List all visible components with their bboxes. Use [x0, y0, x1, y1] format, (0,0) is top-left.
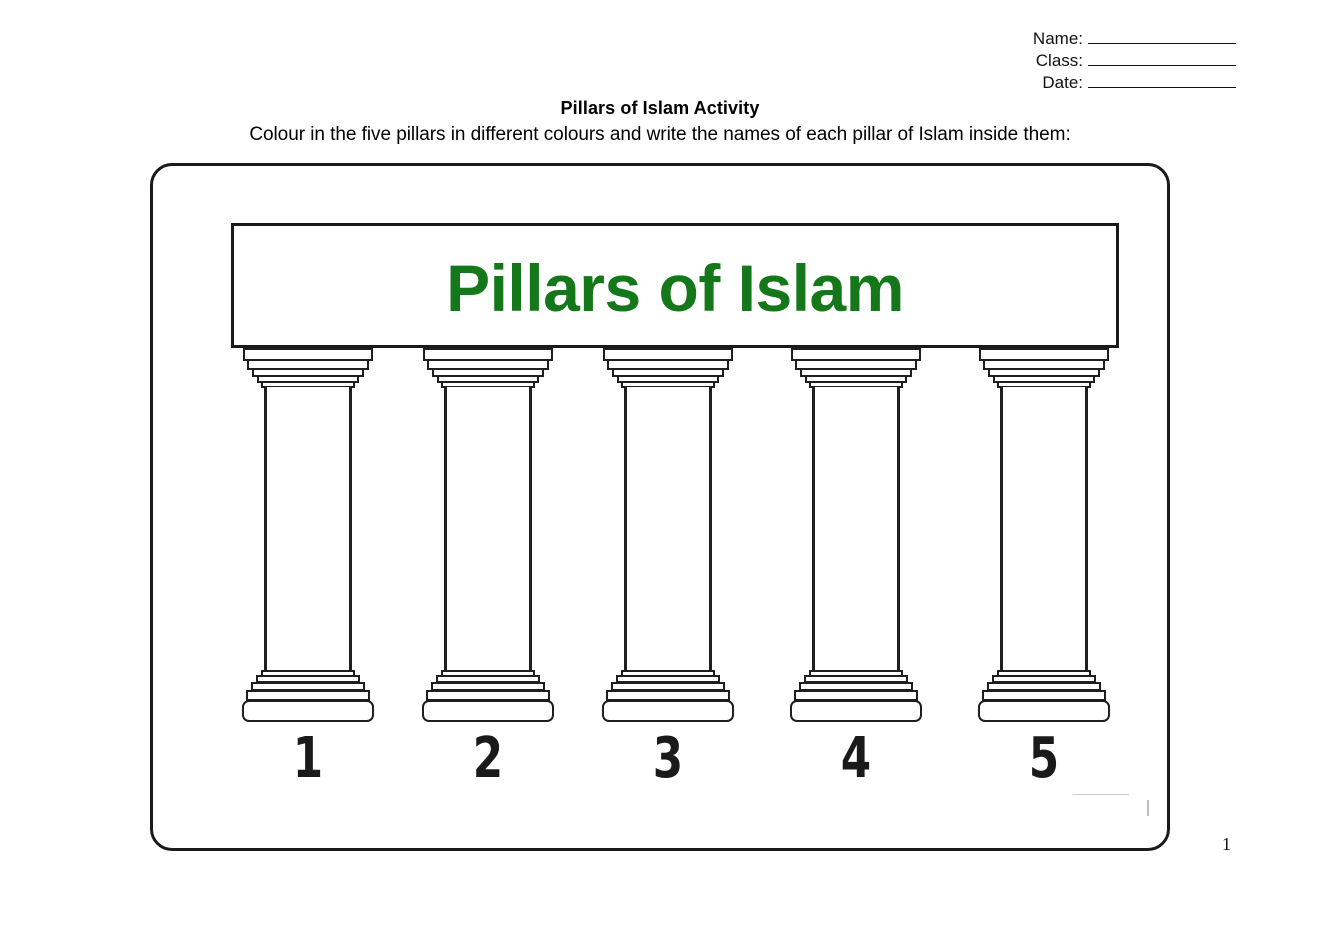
- pillar-2[interactable]: [422, 348, 554, 728]
- pillar-4[interactable]: [790, 348, 922, 728]
- name-field-label: Name:: [1032, 29, 1083, 48]
- pillar-shaft[interactable]: [1000, 387, 1088, 672]
- pillar-shaft[interactable]: [812, 387, 900, 672]
- pillar-shaft[interactable]: [444, 387, 532, 672]
- pillar-number-5: 5: [1028, 726, 1060, 791]
- pillar-number-1: 1: [292, 726, 324, 791]
- pillar-base-plinth: [422, 700, 554, 722]
- colonnade: [231, 348, 1119, 728]
- pillar-number-4: 4: [840, 726, 872, 791]
- pillar-number-2: 2: [472, 726, 504, 791]
- student-info-block: Name: Class: Date:: [936, 28, 1236, 94]
- pillar-number-row: 1 2 3 4 5: [231, 731, 1119, 801]
- page-number: 1: [1222, 834, 1231, 854]
- entablature-banner[interactable]: Pillars of Islam: [231, 223, 1119, 348]
- pillar-base-plinth: [790, 700, 922, 722]
- pillar-number-3: 3: [652, 726, 684, 791]
- pillar-1[interactable]: [242, 348, 374, 728]
- scan-artifact-mark: [1147, 800, 1149, 816]
- activity-frame: Pillars of Islam: [150, 163, 1170, 851]
- pillar-base-plinth: [602, 700, 734, 722]
- name-field-write-line[interactable]: [1088, 29, 1236, 44]
- class-field-label: Class:: [1035, 51, 1083, 70]
- pillar-shaft[interactable]: [624, 387, 712, 672]
- date-field-label: Date:: [1042, 73, 1083, 92]
- pillar-base-plinth: [242, 700, 374, 722]
- pillar-5[interactable]: [978, 348, 1110, 728]
- class-field-row: Class:: [936, 50, 1236, 72]
- date-field-row: Date:: [936, 72, 1236, 94]
- class-field-write-line[interactable]: [1088, 51, 1236, 66]
- scan-artifact-line: [1073, 794, 1129, 795]
- worksheet-instruction: Colour in the five pillars in different …: [249, 124, 1071, 145]
- entablature-heading: Pillars of Islam: [446, 250, 904, 325]
- worksheet-title: Pillars of Islam Activity: [560, 98, 760, 118]
- name-field-row: Name:: [936, 28, 1236, 50]
- pillar-shaft[interactable]: [264, 387, 352, 672]
- date-field-write-line[interactable]: [1088, 73, 1236, 88]
- pillar-base-plinth: [978, 700, 1110, 722]
- pillar-3[interactable]: [602, 348, 734, 728]
